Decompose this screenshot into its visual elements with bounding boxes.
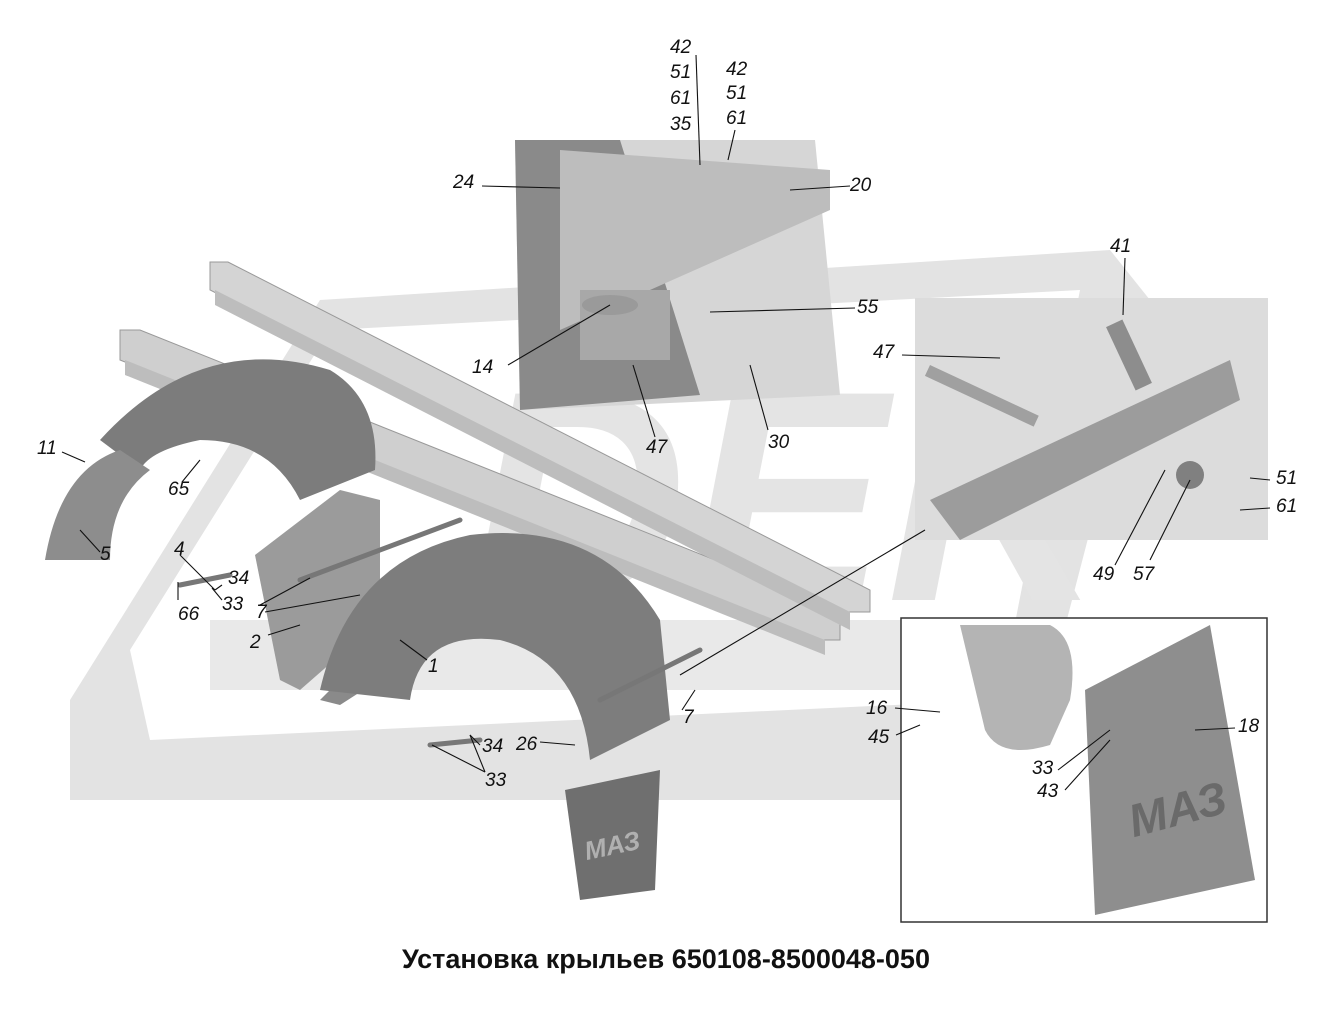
inset-bracket-upper <box>515 140 840 410</box>
callout-20: 20 <box>850 175 872 196</box>
callout-35: 35 <box>670 114 692 135</box>
diagram-caption: Установка крыльев 650108-8500048-050 <box>402 944 930 974</box>
callout-14: 14 <box>472 357 494 378</box>
fender-left <box>45 359 376 560</box>
callout-1: 1 <box>428 656 439 677</box>
inset-mudflap: МАЗ <box>900 617 1268 923</box>
callout-47: 47 <box>646 437 668 458</box>
callout-66: 66 <box>178 604 200 625</box>
callout-61: 61 <box>726 108 748 129</box>
callout-61: 61 <box>1276 496 1298 517</box>
callout-7: 7 <box>683 707 694 728</box>
callout-4: 4 <box>174 539 185 560</box>
callout-51: 51 <box>670 62 692 83</box>
callout-24: 24 <box>453 172 475 193</box>
callout-7: 7 <box>256 602 267 623</box>
callout-65: 65 <box>168 479 190 500</box>
inset-bracket-right <box>915 298 1268 540</box>
callout-5: 5 <box>100 544 111 565</box>
callout-41: 41 <box>1110 236 1132 257</box>
leader-lines <box>61 54 1271 791</box>
callout-51: 51 <box>1276 468 1298 489</box>
callout-34: 34 <box>482 736 504 757</box>
callout-33: 33 <box>1032 758 1054 779</box>
callout-42: 42 <box>726 59 748 80</box>
callout-61: 61 <box>670 88 692 109</box>
callout-26: 26 <box>516 734 538 755</box>
callout-2: 2 <box>250 632 261 653</box>
callout-18: 18 <box>1238 716 1260 737</box>
fender-right: МАЗ <box>320 533 670 900</box>
callout-55: 55 <box>857 297 879 318</box>
callout-34: 34 <box>228 568 250 589</box>
callout-30: 30 <box>768 432 790 453</box>
callout-33: 33 <box>222 594 244 615</box>
callout-45: 45 <box>868 727 890 748</box>
callout-43: 43 <box>1037 781 1059 802</box>
callout-42: 42 <box>670 37 692 58</box>
callout-57: 57 <box>1133 564 1155 585</box>
callout-16: 16 <box>866 698 888 719</box>
callout-47: 47 <box>873 342 895 363</box>
callout-33: 33 <box>485 770 507 791</box>
callout-49: 49 <box>1093 564 1115 585</box>
callout-11: 11 <box>37 438 57 459</box>
callout-51: 51 <box>726 83 748 104</box>
